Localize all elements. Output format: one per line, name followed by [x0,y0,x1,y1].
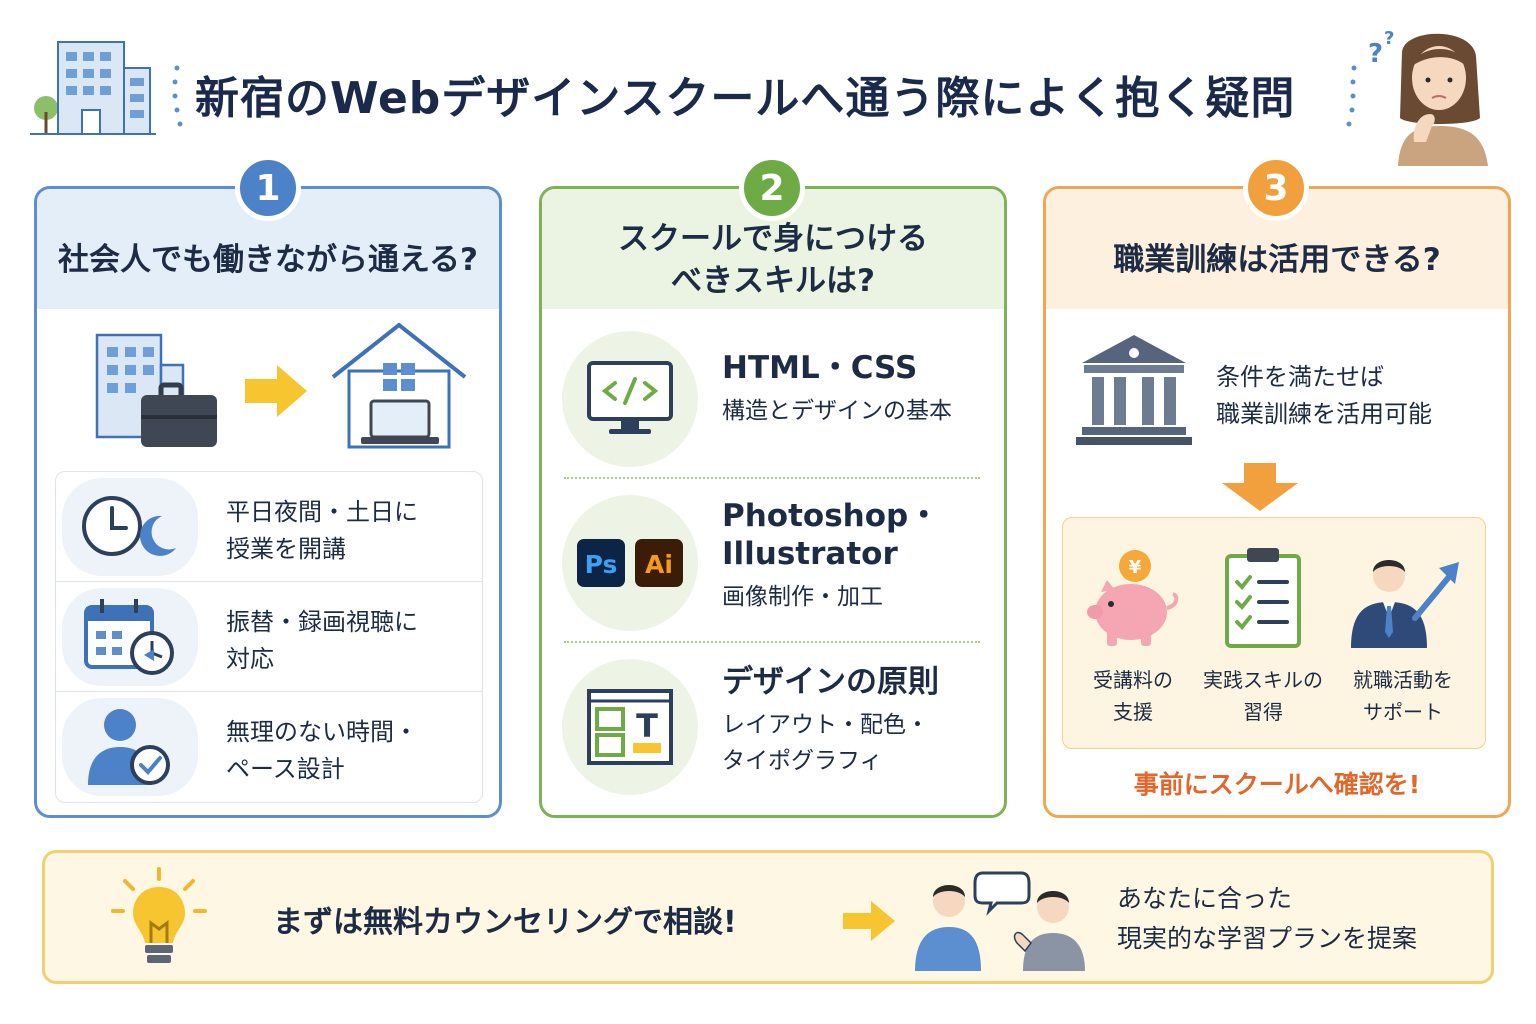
skill-heading: Photoshop・ Illustrator [722,498,940,572]
benefit-label: 受講料の 支援 [1093,668,1173,724]
condition-text: 条件を満たせば 職業訓練を活用可能 [1216,363,1432,428]
card-title: 社会人でも働きながら通える? [57,242,479,278]
thinking-woman-icon: ? ? [1368,28,1488,166]
benefits-box: ¥ 受講料の 支援 [1062,517,1486,749]
card-working-adults: 社会人でも働きながら通える? [34,186,502,818]
svg-text:?: ? [1368,39,1383,69]
number-badge-1: 1 [235,155,301,221]
card-skills: スクールで身につける べきスキルは? HTML・CSS 構造とデザインの基本 [539,186,1007,818]
number-badge-3: 3 [1243,155,1309,221]
calendar-clock-icon [84,599,174,675]
skill-description: 構造とデザインの基本 [722,398,952,424]
card-header: スクールで身につける べきスキルは? [542,189,1004,309]
dots-decoration-icon [172,65,183,127]
list-item-text: 無理のない時間・ ペース設計 [226,718,418,783]
page-title: 新宿のWebデザインスクールへ通う際によく抱く疑問 [195,73,1296,124]
benefit-item: ¥ 受講料の 支援 [1063,538,1203,728]
benefit-item: 就職活動を サポート [1333,538,1473,728]
briefcase-icon [141,382,217,447]
card-vocational-training: 職業訓練は活用できる? 条件を満たせば 職業訓練を活用可能 ¥ [1043,186,1511,818]
counseling-people-icon [915,871,1085,971]
skill-heading: HTML・CSS [722,350,918,386]
yen-icon-label: ¥ [1129,557,1142,578]
ps-ai-icon: Ps Ai [577,539,683,587]
list-item: HTML・CSS 構造とデザインの基本 [542,317,1004,479]
skill-description: 画像制作・加工 [722,584,883,610]
piggy-bank-icon: ¥ [1087,550,1179,646]
office-building-icon [30,41,156,135]
dots-decoration-icon [1346,65,1357,127]
checklist-icon [1225,548,1301,648]
typography-icon-label: T [636,707,658,745]
number-badge-2: 2 [739,155,805,221]
layout-typography-icon: T [587,689,673,765]
lightbulb-icon [111,867,207,963]
clock-moon-icon [82,496,176,556]
header: 新宿のWebデザインスクールへ通う際によく抱く疑問 ? ? [0,0,1536,166]
ps-icon-label: Ps [585,550,618,579]
career-growth-icon [1351,560,1459,648]
list-item-text: 平日夜間・土日に 授業を開講 [226,498,418,563]
ai-icon-label: Ai [645,550,673,579]
government-building-icon [1076,335,1192,445]
skill-description: レイアウト・配色・ タイポグラフィ [722,712,929,774]
list-item: 平日夜間・土日に 授業を開講 [56,472,482,582]
skill-heading: デザインの原則 [722,664,939,700]
arrow-right-icon [245,365,307,417]
list-item: 無理のない時間・ ペース設計 [56,692,482,802]
svg-text:?: ? [1384,28,1394,49]
office-to-home-illustration [95,322,467,449]
list-item: Ps Ai Photoshop・ Illustrator 画像制作・加工 [542,481,1004,643]
list-item: 振替・録画視聴に 対応 [56,582,482,692]
banner-headline: まずは無料カウンセリングで相談! [273,905,737,940]
card-title: 職業訓練は活用できる? [1113,242,1441,278]
card-header: 社会人でも働きながら通える? [37,189,499,309]
counseling-banner: まずは無料カウンセリングで相談! あなたに合った 現実的な学習プランを提案 [42,850,1494,984]
divider [564,641,980,643]
code-monitor-icon [587,361,673,434]
benefit-label: 実践スキルの 習得 [1203,668,1323,724]
divider [564,477,980,479]
arrow-right-icon [843,901,895,941]
list-item: T デザインの原則 レイアウト・配色・ タイポグラフィ [542,645,1004,807]
person-check-icon [88,709,170,785]
card-title: スクールで身につける べきスキルは? [618,221,928,299]
benefit-item: 実践スキルの 習得 [1193,538,1333,728]
confirm-callout: 事前にスクールへ確認を! [1133,770,1421,799]
benefit-label: 就職活動を サポート [1353,668,1453,724]
banner-subtext: あなたに合った 現実的な学習プランを提案 [1117,884,1418,953]
list-item-text: 振替・録画視聴に 対応 [226,608,418,673]
arrow-down-icon [1222,463,1298,511]
home-laptop-icon [331,322,467,449]
feature-list: 平日夜間・土日に 授業を開講 振替・録画視聴に 対応 [55,471,483,803]
